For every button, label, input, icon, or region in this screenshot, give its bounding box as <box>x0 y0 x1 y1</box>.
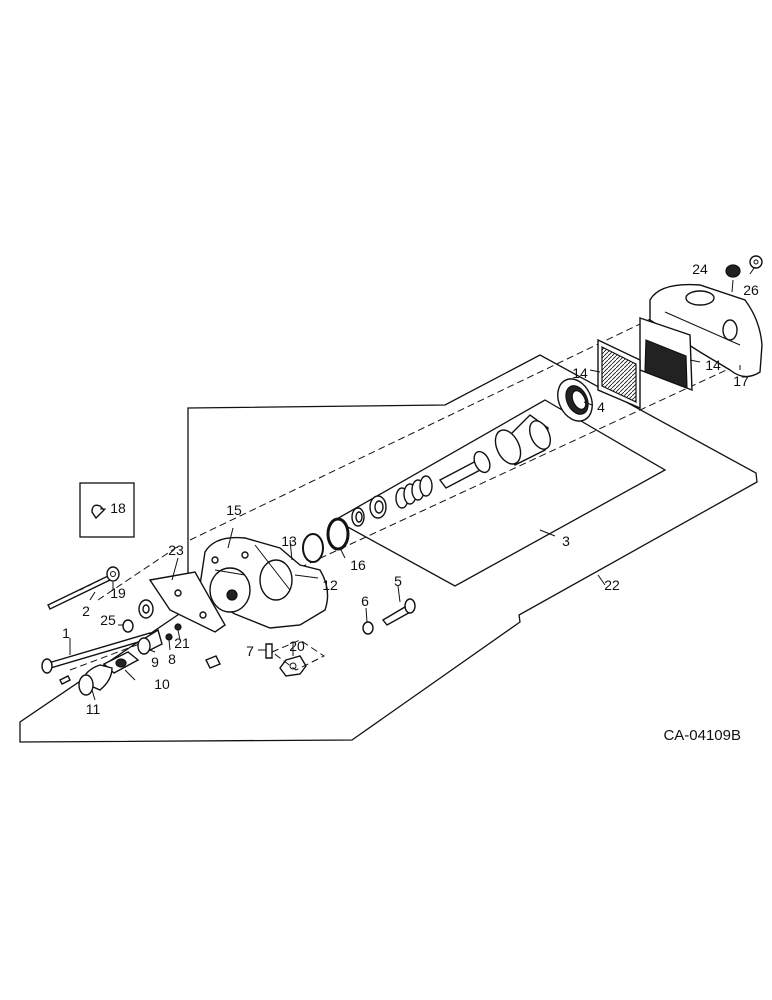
callout-24: 24 <box>692 261 708 277</box>
cap-24 <box>725 264 741 278</box>
callout-21: 21 <box>174 635 190 651</box>
callout-11: 11 <box>86 701 101 717</box>
return-spring <box>395 475 433 509</box>
nut-20-outline <box>271 639 325 671</box>
washer-25 <box>122 619 134 633</box>
callout-3: 3 <box>562 533 570 549</box>
washer-small <box>351 507 365 527</box>
callout-7: 7 <box>246 643 254 659</box>
elbow-11 <box>78 664 113 696</box>
bolt-5 <box>381 598 416 626</box>
callout-19: 19 <box>110 585 126 601</box>
leader-lines <box>69 267 755 701</box>
plug-21 <box>174 623 182 631</box>
mounting-plate <box>148 571 226 633</box>
callout-2: 2 <box>82 603 90 619</box>
callout-23: 23 <box>168 542 184 558</box>
piston-sleeve <box>494 414 552 466</box>
drawing-code: CA-04109B <box>663 727 741 744</box>
o-ring-13 <box>302 533 324 563</box>
nut-19 <box>106 566 120 582</box>
callout-14-right: 14 <box>705 357 721 373</box>
assembly-axis-upper <box>189 299 691 541</box>
assembly-axis-bolt <box>69 639 151 671</box>
fitting-9 <box>137 628 163 655</box>
hex-screw <box>205 655 221 669</box>
callout-20: 20 <box>289 638 305 654</box>
callout-17: 17 <box>733 373 749 389</box>
callout-14-left: 14 <box>572 365 588 381</box>
callout-18: 18 <box>110 500 126 516</box>
fitting-26 <box>749 255 763 269</box>
callout-25: 25 <box>100 612 116 628</box>
group-outline-22 <box>19 354 758 743</box>
inset-part-18 <box>79 482 135 538</box>
callout-5: 5 <box>394 573 402 589</box>
callout-13: 13 <box>281 533 297 549</box>
callout-12: 12 <box>322 577 338 593</box>
callout-4: 4 <box>597 399 605 415</box>
callout-16: 16 <box>350 557 366 573</box>
callout-8: 8 <box>168 651 176 667</box>
group-outline-3 <box>333 399 667 587</box>
spacer <box>138 599 154 619</box>
callout-22: 22 <box>604 577 620 593</box>
end-cover-housing <box>649 283 763 378</box>
o-ring-16 <box>326 517 350 551</box>
seal-ring <box>557 378 593 422</box>
plug-8 <box>165 633 173 641</box>
bleed-screw <box>265 643 273 659</box>
callout-6: 6 <box>361 593 369 609</box>
callout-15: 15 <box>226 502 242 518</box>
washer-large <box>369 495 387 519</box>
stud-bolt <box>47 575 111 610</box>
small-screw <box>59 675 71 685</box>
friction-disc-outer <box>639 317 693 392</box>
callout-26: 26 <box>743 282 759 298</box>
nut-20 <box>279 655 307 677</box>
washer-6 <box>362 621 374 635</box>
callout-1: 1 <box>62 625 70 641</box>
callout-9: 9 <box>151 654 159 670</box>
friction-plate-inner <box>597 338 641 410</box>
push-rod <box>438 450 491 489</box>
assembly-axis-lower <box>229 359 749 601</box>
assembly-axis-left <box>97 544 181 601</box>
callout-10: 10 <box>154 676 170 692</box>
cylinder-housing <box>199 536 329 629</box>
